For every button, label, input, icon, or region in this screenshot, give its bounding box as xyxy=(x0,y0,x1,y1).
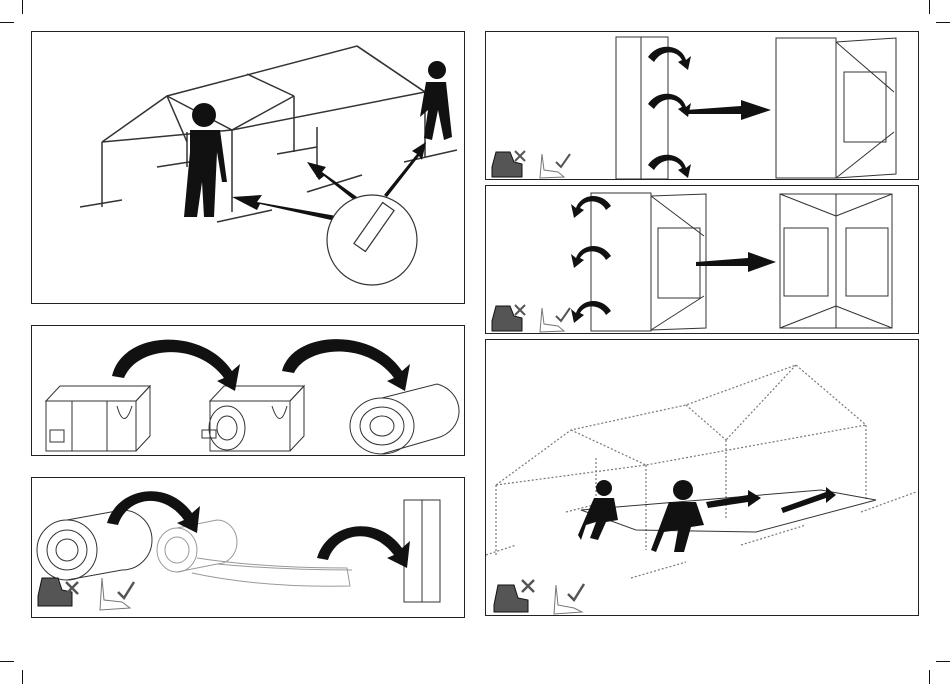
cross-mark-icon xyxy=(515,151,525,161)
check-mark-icon xyxy=(118,582,134,598)
check-mark-icon xyxy=(556,308,570,321)
boot-icon xyxy=(492,306,522,331)
step-panel-roll-out xyxy=(31,477,465,618)
cover-placement-illustration xyxy=(486,340,919,616)
crop-mark-tr-v xyxy=(929,0,930,14)
fold-right-illustration xyxy=(486,32,919,180)
step-panel-frame-assembly xyxy=(31,31,465,304)
crop-mark-tl-v xyxy=(22,0,23,14)
frame-assembly-illustration xyxy=(32,32,465,304)
crop-mark-tr-h xyxy=(936,22,950,23)
fold-left-illustration xyxy=(486,186,919,334)
boot-icon xyxy=(492,152,522,177)
check-mark-icon xyxy=(556,154,570,167)
crop-mark-bl-v xyxy=(22,670,23,684)
unpack-bag-illustration xyxy=(32,326,465,456)
cross-mark-icon xyxy=(522,580,534,592)
detail-zoom-circle xyxy=(327,195,417,285)
kneeling-person-right-icon xyxy=(651,480,704,552)
barefoot-icon xyxy=(554,585,582,614)
person-left-icon xyxy=(184,103,227,217)
crop-mark-bl-h xyxy=(0,661,14,662)
crop-mark-br-h xyxy=(936,661,950,662)
step-panel-fold-right xyxy=(485,31,919,180)
check-mark-icon xyxy=(568,584,584,600)
step-panel-cover-placement xyxy=(485,339,919,616)
boot-icon xyxy=(494,585,528,612)
crop-mark-br-v xyxy=(929,670,930,684)
crop-mark-tl-h xyxy=(0,22,14,23)
cross-mark-icon xyxy=(515,305,525,315)
step-panel-fold-left xyxy=(485,185,919,334)
step-panel-unpack-bag xyxy=(31,325,465,456)
roll-out-illustration xyxy=(32,478,465,618)
